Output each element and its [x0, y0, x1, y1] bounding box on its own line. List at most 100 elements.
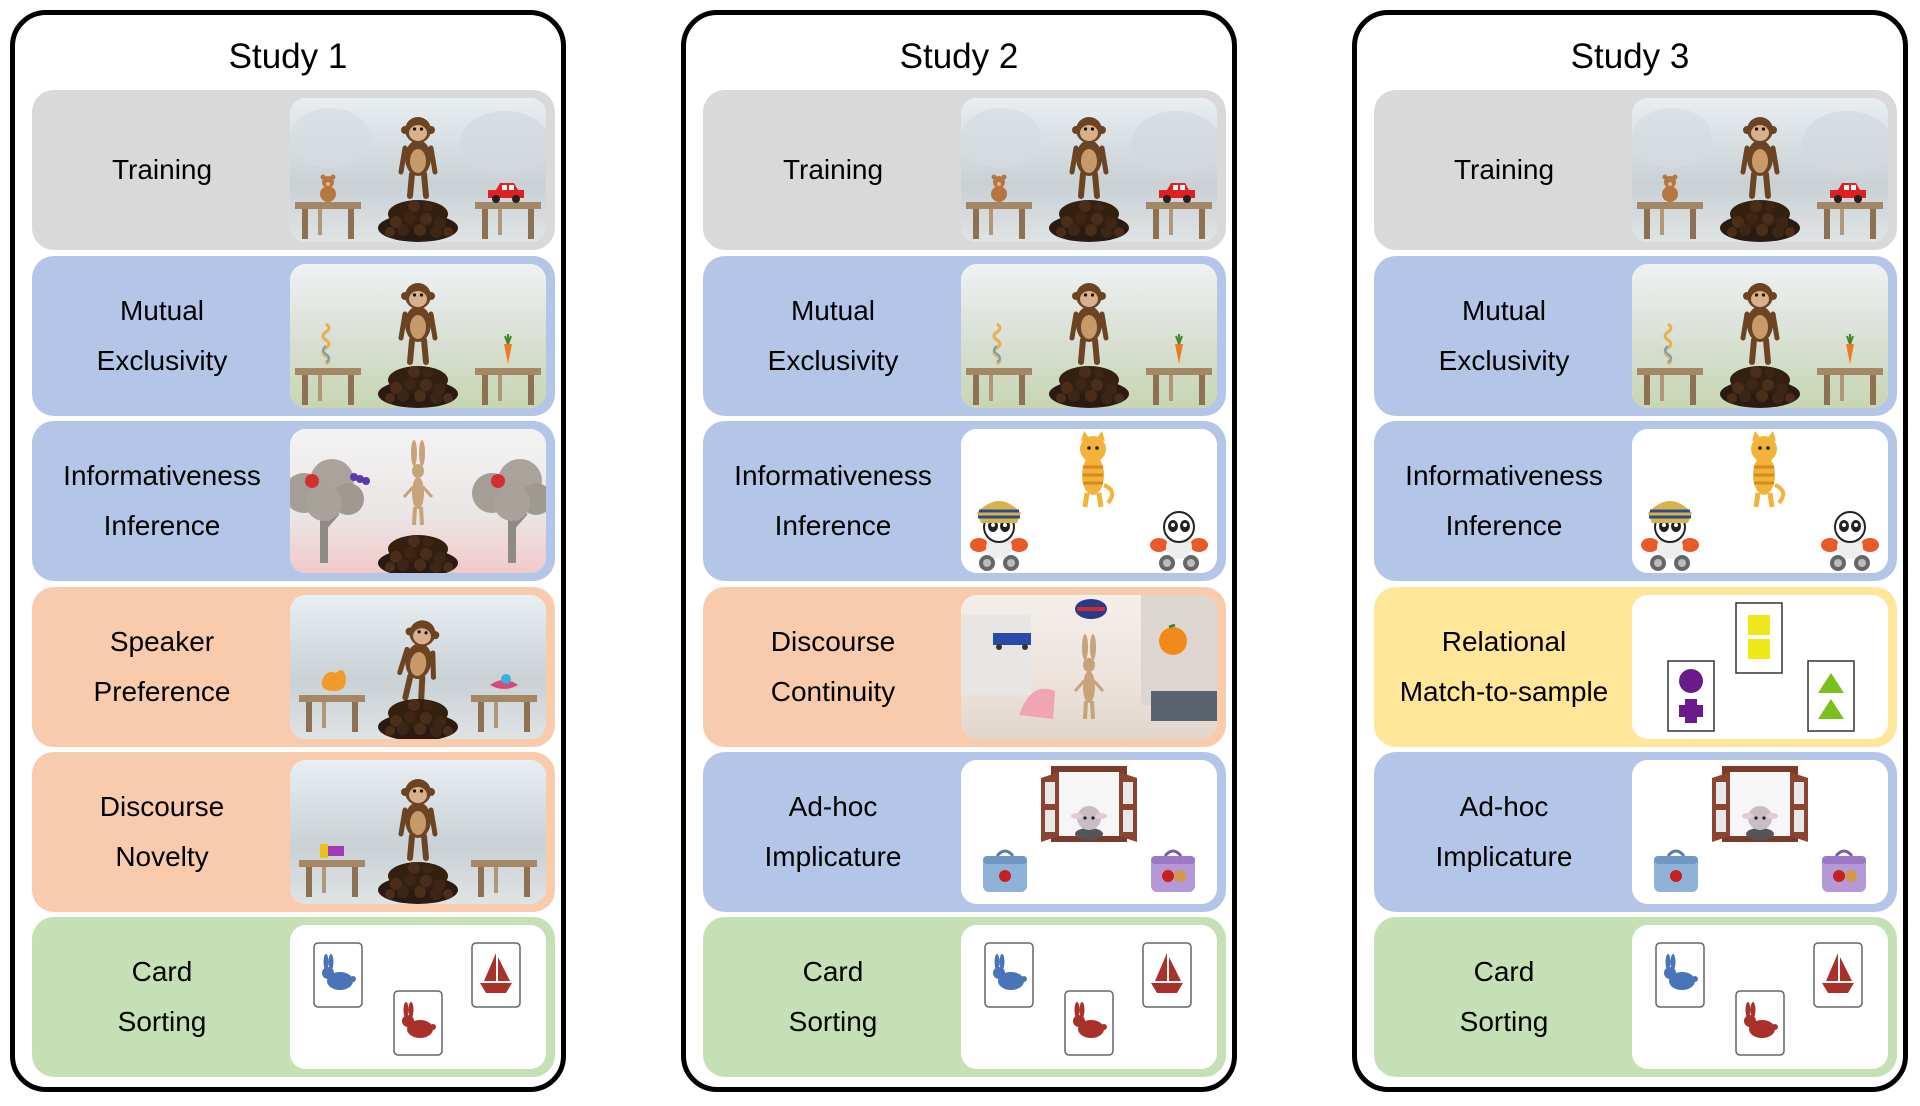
- mutual-exclusivity-scene: [1632, 264, 1888, 408]
- card-sorting-scene-illustration: [1632, 925, 1888, 1069]
- mutual-exclusivity-scene-illustration: [290, 264, 546, 408]
- task-row: Training: [1374, 90, 1897, 250]
- card-sorting-scene-illustration: [961, 925, 1217, 1069]
- task-label-line: Match-to-sample: [1399, 676, 1609, 707]
- task-label-line: Relational: [1441, 626, 1567, 657]
- mutual-exclusivity-scene: [961, 264, 1217, 408]
- robots-scene: [961, 429, 1217, 573]
- task-label-line: Speaker: [109, 626, 215, 657]
- task-label-line: Implicature: [764, 841, 902, 872]
- task-label-line: Discourse: [770, 626, 896, 657]
- trees-scene-illustration: [290, 429, 546, 573]
- training-scene-illustration: [290, 98, 546, 242]
- card-sorting-scene: [961, 925, 1217, 1069]
- task-label-line: Discourse: [99, 791, 225, 822]
- task-label-line: Card: [131, 956, 193, 987]
- task-label-line: Mutual: [790, 295, 876, 326]
- window-lunchbox-scene: [1632, 760, 1888, 904]
- task-label-line: Exclusivity: [96, 345, 228, 376]
- task-label-line: Inference: [103, 510, 221, 541]
- task-label-line: Training: [1453, 154, 1555, 185]
- task-label-line: Ad-hoc: [788, 791, 878, 822]
- training-scene-illustration: [961, 98, 1217, 242]
- task-label-line: Card: [1473, 956, 1535, 987]
- task-row: Training: [703, 90, 1226, 250]
- training-scene: [1632, 98, 1888, 242]
- training-scene: [961, 98, 1217, 242]
- task-label-line: Implicature: [1435, 841, 1573, 872]
- match-to-sample-scene: [1632, 595, 1888, 739]
- match-to-sample-scene-illustration: [1632, 595, 1888, 739]
- task-label-line: Exclusivity: [1438, 345, 1570, 376]
- task-label-line: Sorting: [1459, 1006, 1549, 1037]
- task-label-line: Informativeness: [734, 460, 932, 491]
- card-sorting-scene: [290, 925, 546, 1069]
- task-label-line: Informativeness: [1405, 460, 1603, 491]
- training-scene: [290, 98, 546, 242]
- task-row: Training: [32, 90, 555, 250]
- task-label-line: Novelty: [115, 841, 209, 872]
- task-label-line: Inference: [1445, 510, 1563, 541]
- speaker-preference-scene: [290, 595, 546, 739]
- task-label-line: Card: [802, 956, 864, 987]
- speaker-preference-scene-illustration: [290, 595, 546, 739]
- card-sorting-scene: [1632, 925, 1888, 1069]
- task-label-line: Mutual: [1461, 295, 1547, 326]
- training-scene-illustration: [1632, 98, 1888, 242]
- task-label-line: Continuity: [770, 676, 896, 707]
- task-label-line: Sorting: [788, 1006, 878, 1037]
- trees-scene: [290, 429, 546, 573]
- room-scene-illustration: [961, 595, 1217, 739]
- task-label: Training: [703, 90, 963, 250]
- discourse-novelty-scene: [290, 760, 546, 904]
- study-title: Study 3: [1570, 37, 1690, 76]
- task-label-line: Preference: [93, 676, 231, 707]
- task-label-line: Mutual: [119, 295, 205, 326]
- discourse-novelty-scene-illustration: [290, 760, 546, 904]
- task-label-line: Sorting: [117, 1006, 207, 1037]
- robots-scene-illustration: [1632, 429, 1888, 573]
- robots-scene: [1632, 429, 1888, 573]
- robots-scene-illustration: [961, 429, 1217, 573]
- window-lunchbox-scene: [961, 760, 1217, 904]
- study-title: Study 1: [228, 37, 348, 76]
- task-label-line: Informativeness: [63, 460, 261, 491]
- task-label: Training: [1374, 90, 1634, 250]
- mutual-exclusivity-scene: [290, 264, 546, 408]
- room-scene: [961, 595, 1217, 739]
- task-label: Training: [32, 90, 292, 250]
- task-label-line: Training: [782, 154, 884, 185]
- card-sorting-scene-illustration: [290, 925, 546, 1069]
